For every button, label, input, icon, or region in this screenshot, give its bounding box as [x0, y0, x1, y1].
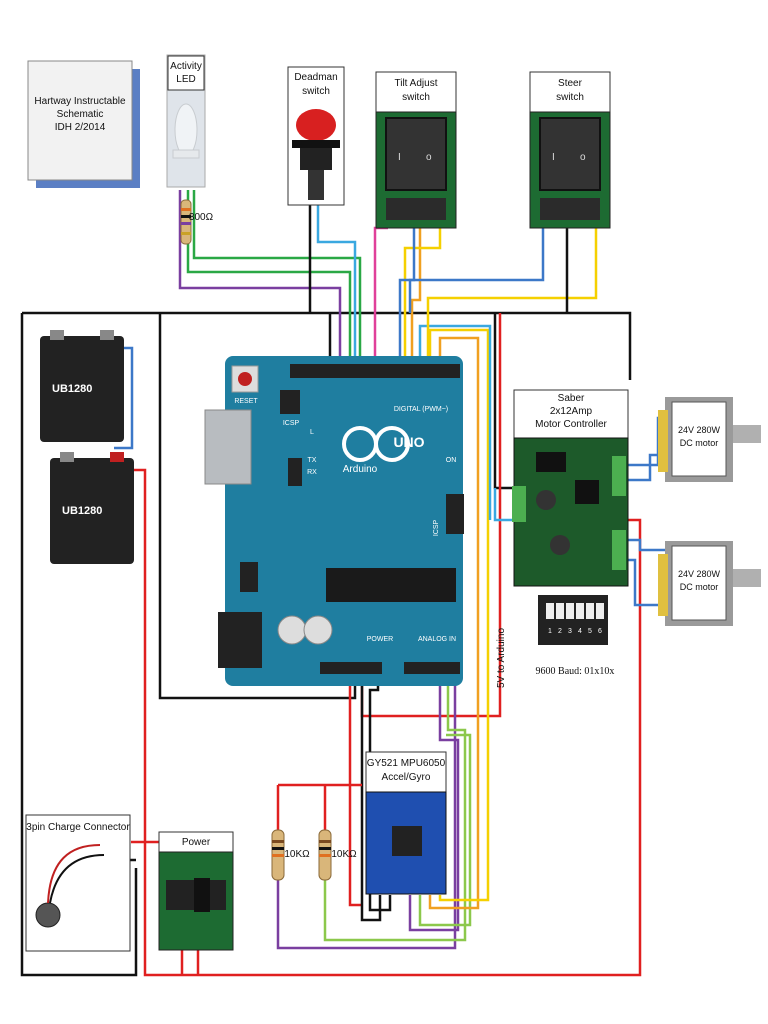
arduino-model: UNO — [393, 434, 425, 450]
motor-top — [658, 397, 761, 482]
motor-top-label-1: 24V 280W — [677, 425, 721, 435]
arduino-on: ON — [445, 457, 457, 464]
arduino-l: L — [310, 429, 314, 436]
title-line-1: Hartway Instructable — [34, 96, 126, 107]
arduino-power-header: POWER — [366, 636, 394, 643]
activity-led-label-2: LED — [176, 74, 196, 85]
motor-bottom — [658, 541, 761, 626]
tilt-switch: I o — [375, 71, 457, 229]
battery-top-brand: UB1280 — [52, 383, 93, 395]
title-block — [27, 60, 140, 188]
arduino-digital: DIGITAL (PWM~) — [393, 406, 449, 413]
frame-wires — [20, 311, 665, 977]
steer-label-1: Steer — [558, 78, 582, 89]
led-resistor-label: 300Ω — [188, 212, 214, 223]
steer-label-2: switch — [556, 92, 584, 103]
dip-number-3: 3 — [568, 628, 572, 635]
five-volt-label: 5V to Arduino — [496, 627, 507, 689]
charge-connector — [25, 814, 131, 952]
resistor-2-label: 10KΩ — [331, 849, 357, 860]
saber-label-3: Motor Controller — [535, 419, 607, 430]
gyro-label-2: Accel/Gyro — [381, 772, 431, 783]
arduino-tx: TX — [307, 457, 317, 464]
battery-bottom-brand: UB1280 — [62, 505, 103, 517]
tilt-label-1: Tilt Adjust — [394, 78, 438, 89]
svg-text:I: I — [552, 152, 555, 163]
tilt-label-2: switch — [402, 92, 430, 103]
dip-number-6: 6 — [598, 628, 602, 635]
arduino-icsp2: ICSP — [433, 519, 440, 537]
svg-text:o: o — [426, 152, 432, 163]
dip-number-1: 1 — [548, 628, 552, 635]
deadman-label-1: Deadman — [294, 72, 338, 83]
dip-caption: 9600 Baud: 01x10x — [535, 666, 615, 677]
dip-number-2: 2 — [558, 628, 562, 635]
svg-text:I: I — [398, 152, 401, 163]
arduino-brand: Arduino — [342, 464, 378, 475]
battery-top — [40, 330, 124, 442]
power-label: Power — [181, 837, 211, 848]
led-resistor — [180, 199, 192, 245]
resistor-10k-2 — [318, 829, 332, 881]
title-line-2: Schematic — [56, 109, 104, 120]
motor-bottom-label-2: DC motor — [679, 582, 719, 592]
svg-text:o: o — [580, 152, 586, 163]
motor-top-label-2: DC motor — [679, 438, 719, 448]
gyro-module — [365, 751, 447, 895]
deadman-label-2: switch — [302, 86, 330, 97]
arduino-reset: RESET — [234, 398, 258, 405]
arduino-analog-header: ANALOG IN — [417, 636, 457, 643]
activity-led — [166, 54, 206, 188]
resistor-10k-1 — [271, 829, 285, 881]
dip-switch — [538, 595, 608, 645]
gyro-label-1: GY521 MPU6050 — [366, 758, 446, 769]
dip-number-5: 5 — [588, 628, 592, 635]
deadman-switch — [287, 66, 345, 206]
title-line-3: IDH 2/2014 — [54, 122, 106, 133]
resistor-1-label: 10KΩ — [284, 849, 310, 860]
motor-bottom-label-1: 24V 280W — [677, 569, 721, 579]
saber-label-1: Saber — [557, 393, 585, 404]
arduino-board — [204, 356, 464, 686]
battery-bottom — [50, 452, 134, 564]
saber-controller — [512, 389, 629, 587]
activity-led-label-1: Activity — [170, 61, 202, 72]
arduino-icsp: ICSP — [282, 420, 300, 427]
arduino-rx: RX — [307, 469, 317, 476]
dip-number-4: 4 — [578, 628, 582, 635]
charge-label: 3pin Charge Connector — [26, 822, 130, 833]
power-switch — [158, 831, 234, 951]
saber-label-2: 2x12Amp — [549, 406, 593, 417]
steer-switch: I o — [529, 71, 611, 229]
